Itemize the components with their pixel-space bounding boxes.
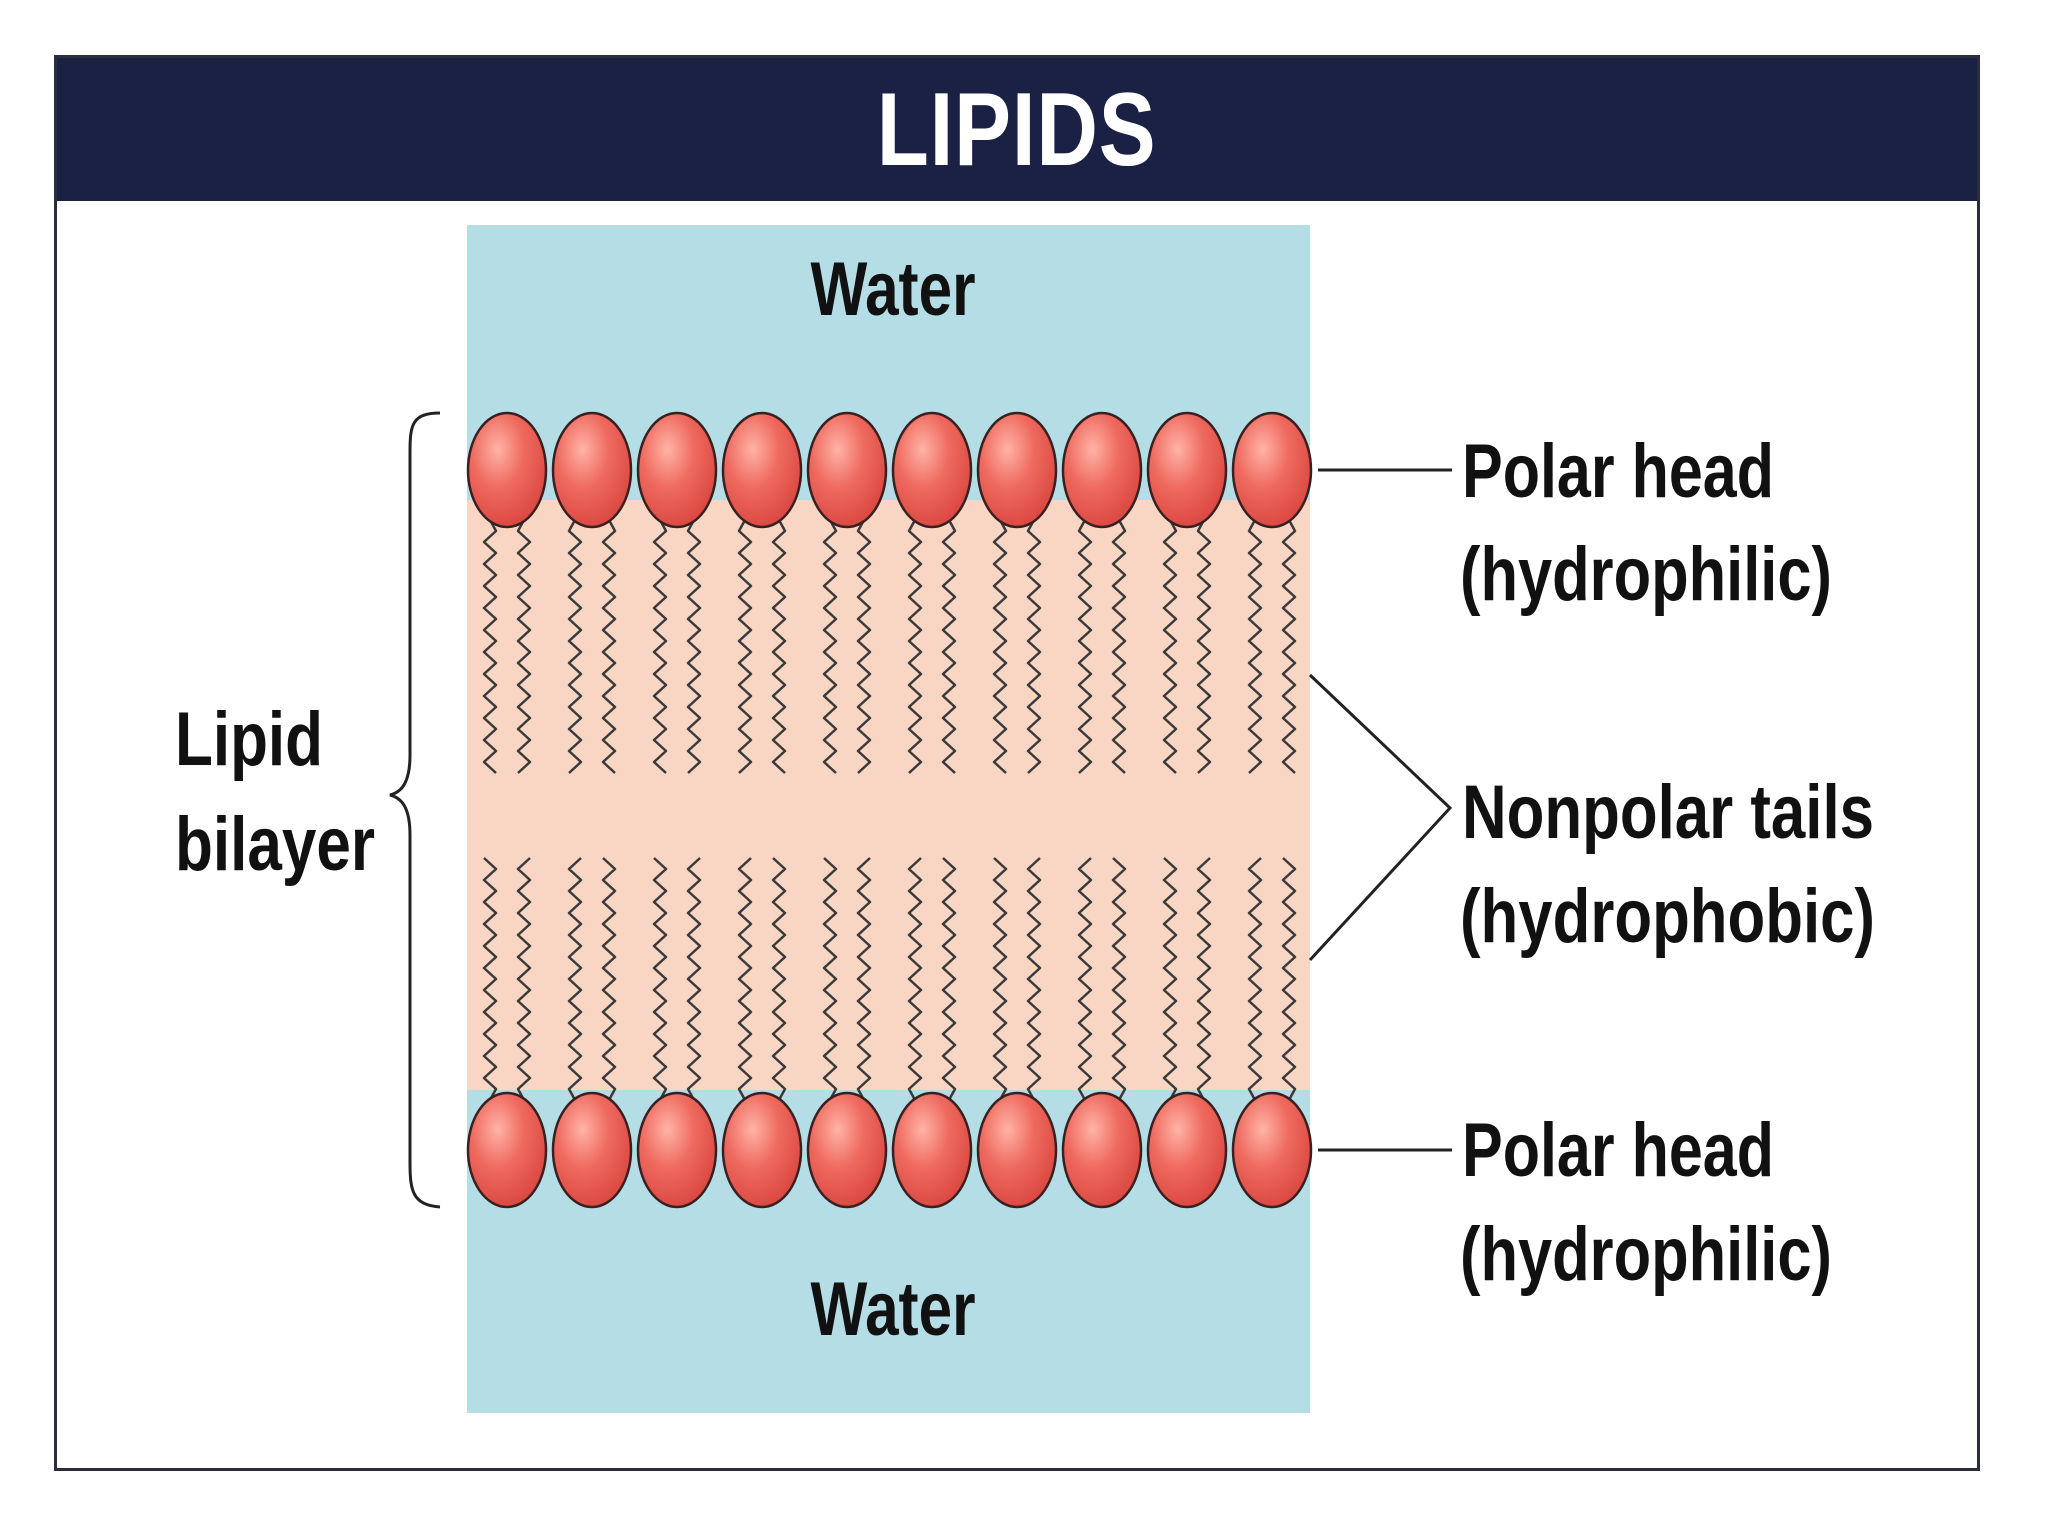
water-top-label: Water xyxy=(811,247,976,332)
top-tail xyxy=(1026,519,1042,774)
tail-region xyxy=(467,500,1310,1090)
water-bottom-label: Water xyxy=(811,1267,976,1352)
top-tail xyxy=(1077,519,1093,774)
top-tail xyxy=(907,519,923,774)
bottom-polar-head xyxy=(976,1091,1058,1209)
bottom-polar-head xyxy=(721,1091,803,1209)
page-title: LIPIDS xyxy=(877,71,1157,188)
top-tail xyxy=(856,519,872,774)
top-polar-head xyxy=(721,411,803,529)
top-polar-head xyxy=(466,411,548,529)
top-polar-head xyxy=(1146,411,1228,529)
top-tail xyxy=(737,519,753,774)
bottom-polar-head xyxy=(1231,1091,1313,1209)
bottom-polar-head-label: Polar head xyxy=(1462,1108,1774,1193)
top-tail xyxy=(601,519,617,774)
top-polar-head xyxy=(636,411,718,529)
tails-leader-line xyxy=(1308,673,1453,962)
top-polar-head xyxy=(1061,411,1143,529)
title-banner: LIPIDS xyxy=(57,58,1977,201)
bottom-polar-head xyxy=(466,1091,548,1209)
lipid-bilayer-label-line2: bilayer xyxy=(175,802,375,887)
bottom-tail xyxy=(856,857,872,1101)
bottom-tail xyxy=(907,857,923,1101)
bottom-tail xyxy=(567,857,583,1101)
top-tail xyxy=(1111,519,1127,774)
top-tail xyxy=(482,519,498,774)
bottom-tail xyxy=(1077,857,1093,1101)
bottom-tail xyxy=(1162,857,1178,1101)
lipid-bilayer-label-line1: Lipid xyxy=(175,697,323,782)
bottom-tail xyxy=(1111,857,1127,1101)
top-polar-head-label: Polar head xyxy=(1462,429,1774,514)
top-tail xyxy=(652,519,668,774)
hydrophobic-label: (hydrophobic) xyxy=(1460,874,1875,959)
bottom-tail xyxy=(1247,857,1263,1101)
top-polar-head xyxy=(551,411,633,529)
bottom-polar-head xyxy=(1146,1091,1228,1209)
bottom-tail xyxy=(1281,857,1297,1101)
bottom-tail xyxy=(941,857,957,1101)
top-tail xyxy=(822,519,838,774)
bottom-polar-head xyxy=(806,1091,888,1209)
bottom-tail xyxy=(992,857,1008,1101)
top-tail xyxy=(1281,519,1297,774)
bottom-tail xyxy=(771,857,787,1101)
bilayer-brace xyxy=(389,411,441,1209)
bottom-polar-head xyxy=(551,1091,633,1209)
top-polar-head xyxy=(1231,411,1313,529)
top-tail xyxy=(1247,519,1263,774)
top-polar-head xyxy=(976,411,1058,529)
top-tail xyxy=(771,519,787,774)
top-tail xyxy=(516,519,532,774)
top-tail xyxy=(941,519,957,774)
top-polar-head xyxy=(806,411,888,529)
top-tail xyxy=(1162,519,1178,774)
top-tail xyxy=(567,519,583,774)
bottom-tail xyxy=(686,857,702,1101)
bottom-tail xyxy=(1196,857,1212,1101)
top-hydrophilic-label: (hydrophilic) xyxy=(1460,532,1832,617)
bottom-tail xyxy=(822,857,838,1101)
top-tail xyxy=(992,519,1008,774)
nonpolar-tails-label: Nonpolar tails xyxy=(1462,770,1874,855)
top-tail xyxy=(1196,519,1212,774)
bottom-polar-head xyxy=(891,1091,973,1209)
bottom-polar-head xyxy=(636,1091,718,1209)
bottom-tail xyxy=(737,857,753,1101)
top-polar-head xyxy=(891,411,973,529)
bottom-tail xyxy=(1026,857,1042,1101)
bottom-tail xyxy=(601,857,617,1101)
bottom-polar-head xyxy=(1061,1091,1143,1209)
bottom-tail xyxy=(482,857,498,1101)
bottom-hydrophilic-label: (hydrophilic) xyxy=(1460,1212,1832,1297)
nonpolar-tails-group xyxy=(482,519,1297,1101)
top-tail xyxy=(686,519,702,774)
polar-heads-group xyxy=(466,411,1313,1209)
bottom-tail xyxy=(652,857,668,1101)
bottom-tail xyxy=(516,857,532,1101)
